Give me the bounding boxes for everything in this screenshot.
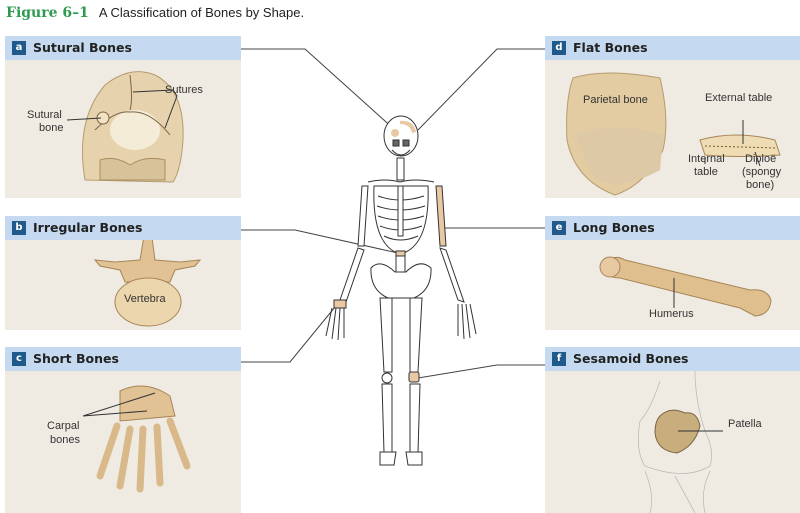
label-patella: Patella (728, 418, 762, 430)
left-foot (405, 451, 423, 466)
left-humerus-highlight (435, 185, 447, 247)
panel-letter-badge: c (12, 352, 26, 366)
panel-sesamoid-bones: f Sesamoid Bones Patella (545, 347, 800, 513)
label-vertebra: Vertebra (124, 293, 166, 305)
leader-line-f (417, 364, 545, 379)
panel-header: f Sesamoid Bones (545, 347, 800, 371)
panel-header: c Short Bones (5, 347, 241, 371)
right-knee (381, 372, 393, 384)
skull-illustration (66, 71, 184, 183)
label-internal-table-line2: table (694, 166, 718, 178)
label-humerus: Humerus (649, 308, 694, 320)
label-external-table: External table (705, 92, 773, 104)
leader-line-a (241, 48, 396, 131)
panel-title: Irregular Bones (33, 220, 143, 235)
panel-short-bones: c Short Bones Carpal bones (5, 347, 241, 513)
label-parietal-bone: Parietal bone (583, 94, 648, 106)
left-femur (409, 297, 423, 373)
figure-title: Figure 6–1 A Classification of Bones by S… (6, 4, 304, 21)
panel-title: Flat Bones (573, 40, 648, 55)
skeleton (325, 115, 477, 466)
right-foot (379, 451, 397, 466)
hand-illustration (82, 385, 191, 493)
figure-caption: A Classification of Bones by Shape. (98, 5, 305, 20)
label-internal-table-line1: Internal (688, 153, 725, 165)
sutural-bone-highlight (391, 129, 399, 137)
panel-flat-bones: d Flat Bones Parietal bone External tabl… (545, 36, 800, 198)
left-forearm (439, 247, 465, 303)
panel-letter-badge: a (12, 41, 26, 55)
panel-letter-badge: b (12, 221, 26, 235)
panel-title: Sesamoid Bones (573, 351, 689, 366)
left-hand (457, 303, 477, 340)
label-sutural-bone-line1: Sutural (27, 109, 62, 121)
panel-header: e Long Bones (545, 216, 800, 240)
panel-long-bones: e Long Bones Humerus (545, 216, 800, 330)
right-humerus (357, 185, 369, 247)
panel-letter-badge: f (552, 352, 566, 366)
figure-number: Figure 6–1 (6, 5, 89, 21)
label-diploe-line3: bone) (746, 179, 775, 191)
parietal-highlight (400, 120, 416, 133)
panel-irregular-bones: b Irregular Bones Vertebra (5, 216, 241, 330)
knee-illustration (637, 371, 723, 513)
carpal-highlight (333, 299, 347, 309)
label-carpal-bones-line2: bones (50, 434, 80, 446)
eye-socket-left (392, 139, 400, 147)
humerus-illustration (599, 256, 772, 317)
panel-title: Sutural Bones (33, 40, 132, 55)
panel-sutural-bones: a Sutural Bones Sutures Sutural bone (5, 36, 241, 198)
label-diploe-line1: Diploë (745, 153, 777, 165)
panel-title: Short Bones (33, 351, 119, 366)
left-tibia (409, 383, 421, 453)
pelvis (370, 263, 432, 299)
panel-header: b Irregular Bones (5, 216, 241, 240)
panel-letter-badge: d (552, 41, 566, 55)
leader-line-c (241, 306, 336, 363)
leader-line-b (241, 229, 399, 254)
label-carpal-bones-line1: Carpal (47, 420, 80, 432)
parietal-bone-illustration (566, 72, 781, 196)
label-sutural-bone-line2: bone (39, 122, 64, 134)
patella-highlight (408, 371, 420, 383)
panel-title: Long Bones (573, 220, 655, 235)
vertebra-highlight (395, 250, 406, 257)
sternum (397, 185, 404, 237)
right-tibia (381, 383, 393, 453)
label-diploe-line2: (spongy (742, 166, 782, 178)
vertebra-illustration (93, 240, 202, 327)
panel-header: a Sutural Bones (5, 36, 241, 60)
right-forearm (339, 247, 365, 303)
panel-header: d Flat Bones (545, 36, 800, 60)
label-sutures: Sutures (165, 84, 203, 96)
right-hand (325, 307, 345, 341)
leader-line-d (417, 48, 545, 131)
clavicles (367, 179, 435, 183)
eye-socket-right (402, 139, 410, 147)
jaw (391, 149, 411, 156)
right-femur (379, 297, 393, 373)
cervical-spine (396, 157, 405, 181)
panel-letter-badge: e (552, 221, 566, 235)
